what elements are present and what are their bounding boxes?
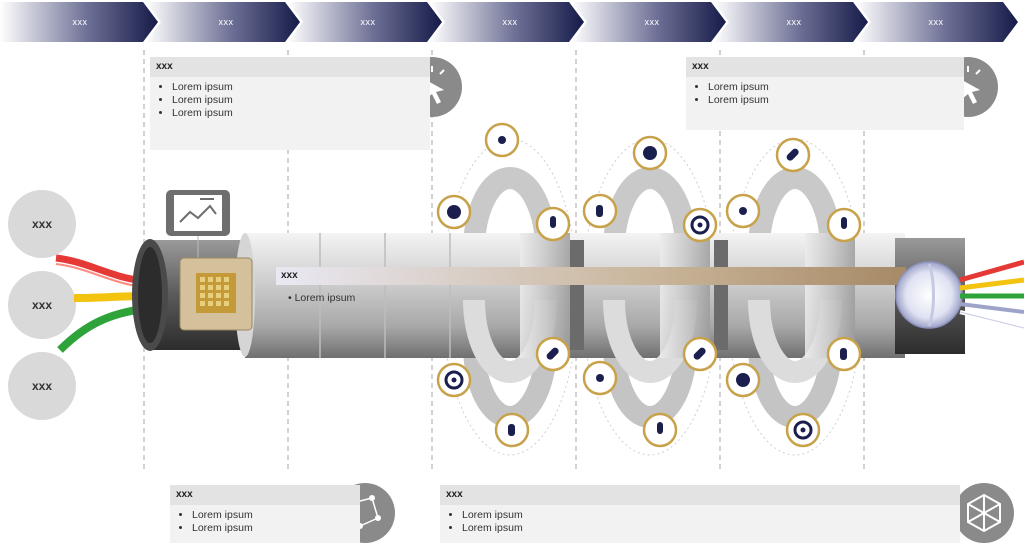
box-title: xxx [440,485,960,505]
box-title: xxx [150,57,430,77]
tube-label-band [276,267,906,285]
info-box-bottom-right: xxx Lorem ipsum Lorem ipsum [440,485,960,543]
tube-bullet: • Lorem ipsum [288,292,356,304]
tablet-chart-icon [166,190,230,258]
output-wires [959,259,1024,330]
box-item: Lorem ipsum [172,81,430,94]
box-item: Lorem ipsum [192,522,360,535]
box-title: xxx [170,485,360,505]
stage-label-7: xxx [928,17,944,27]
stage-label-4: xxx [502,17,518,27]
box-item: Lorem ipsum [462,509,960,522]
box-item: Lorem ipsum [462,522,960,535]
stage-label-2: xxx [218,17,234,27]
input-node-label-3: xxx [31,379,53,393]
box-item: Lorem ipsum [708,94,964,107]
stage-label-1: xxx [72,17,88,27]
input-node-label-1: xxx [31,217,53,231]
cube-network-icon [954,483,1014,543]
box-item: Lorem ipsum [172,107,430,120]
tube-bullet-text: Lorem ipsum [294,292,356,304]
info-box-bottom-left: xxx Lorem ipsum Lorem ipsum [170,485,360,543]
info-box-top-right: xxx Lorem ipsum Lorem ipsum [686,57,964,130]
input-node-2 [8,271,76,339]
stage-label-6: xxx [786,17,802,27]
box-title: xxx [686,57,964,77]
stage-label-3: xxx [360,17,376,27]
input-node-3 [8,352,76,420]
tube-title: xxx [281,270,298,281]
input-node-label-2: xxx [31,298,53,312]
box-item: Lorem ipsum [708,81,964,94]
stage-arrows [0,2,1018,42]
stage-label-5: xxx [644,17,660,27]
input-node-1 [8,190,76,258]
info-box-top-left: xxx Lorem ipsum Lorem ipsum Lorem ipsum [150,57,430,150]
box-item: Lorem ipsum [172,94,430,107]
box-item: Lorem ipsum [192,509,360,522]
chip-icon [179,257,253,331]
